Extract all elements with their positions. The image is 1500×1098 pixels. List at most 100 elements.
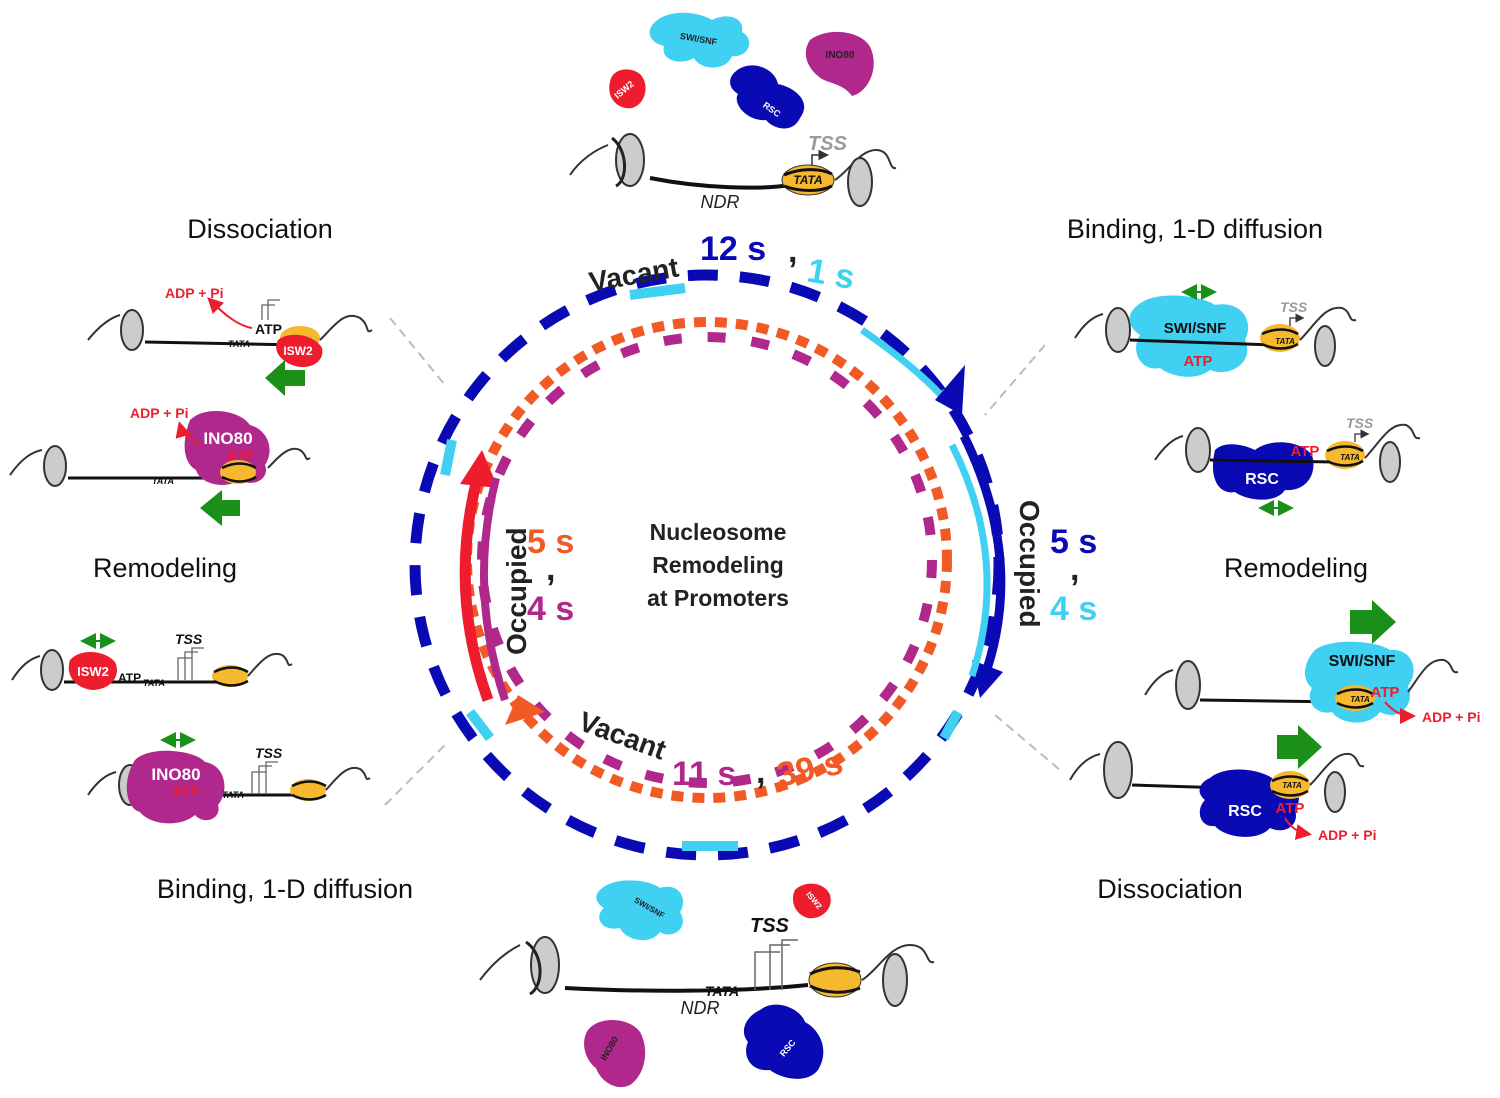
connector-top-left [389, 317, 446, 386]
nucleosome-left-top [615, 133, 645, 187]
dna-coil-right-ino80-bind [325, 766, 371, 791]
atp-label-ino80-diss: ATP [227, 447, 254, 463]
occupied-left-value-isw2: 5 s [527, 523, 574, 561]
swisnf-dash-top [629, 283, 686, 300]
nucleosome-left-rsc-bind [1185, 427, 1211, 473]
stage-label-dissociation-right: Dissociation [1097, 874, 1243, 904]
adp-label-isw2-diss: ADP + Pi [165, 285, 224, 301]
green-arrow-isw2-diss [265, 360, 305, 396]
dna-linker-swisnf-bind [1129, 338, 1276, 347]
tss-label-rsc-bind: TSS [1346, 415, 1374, 431]
nucleosome-left-swisnf-bind [1105, 307, 1131, 353]
cycle-rings [409, 269, 1006, 861]
nucleosome-promoter-bottom [808, 962, 862, 998]
occupied-right-word: Occupied [1014, 500, 1045, 628]
tata-label-rsc-diss: TATA [1282, 781, 1302, 790]
atp-label-ino80-bind: ATP [173, 783, 200, 799]
nucleosome-left-swisnf-diss [1175, 660, 1201, 710]
left-binding-panel: ISW2 ATP TATA TSS INO80 ATP TATA TSS [11, 631, 371, 824]
atp-label-isw2-bind: ATP [118, 671, 141, 685]
left-dissociation-panel: TATA ISW2 ATP ADP + Pi TATA INO80 ATP AD… [9, 285, 373, 526]
swisnf-arrow-top-right [860, 327, 953, 408]
tss-label-top: TSS [808, 133, 848, 155]
vacant-bottom-value-ino80: 11 s [672, 755, 736, 793]
dna-linker-top [649, 176, 791, 190]
tata-label-bottom: TATA [705, 983, 739, 999]
dna-linker-rsc-bind [1209, 458, 1336, 464]
dna-coil-isw2-bind [11, 655, 41, 681]
dna-coil-ino80-bind [87, 771, 117, 796]
dna-coil-right-swisnf-diss [1407, 658, 1459, 693]
nucleosome-right-top [847, 157, 873, 207]
tata-label-isw2-diss: TATA [228, 339, 250, 349]
remodeler-blob-rsc-bind [1212, 442, 1314, 500]
stage-label-remodeling-right: Remodeling [1224, 553, 1368, 583]
remodeler-label-ino80-top: INO80 [826, 50, 855, 61]
remodeler-label-swisnf-diss: SWI/SNF [1329, 653, 1396, 670]
remodeler-blob-rsc-bottom [743, 1004, 824, 1079]
ino80-dashed-ring [477, 332, 937, 788]
occupied-left-word: Occupied [501, 527, 532, 655]
vacant-top-label: Vacant 12 s , 1 s [587, 230, 858, 298]
nucleosome-band-ino80-bind [291, 780, 327, 801]
tata-label-swisnf-diss: TATA [1350, 695, 1370, 704]
dna-right-coil-bottom [861, 943, 935, 981]
green-arrow-ino80-diss [200, 490, 240, 526]
remodeler-blob-ino80-bottom [584, 1020, 646, 1088]
nucleosome-promoter-ino80-bind [290, 779, 326, 801]
vacant-bottom-value-isw2: 39 s [774, 744, 847, 795]
adp-release-arrow-isw2 [207, 297, 253, 329]
nucleosome-band-swisnf-bind [1261, 328, 1299, 350]
green-arrow-swisnf-diss [1350, 600, 1396, 644]
occupied-right-value-swisnf: 4 s [1050, 590, 1097, 628]
vacant-top-comma: , [788, 232, 797, 270]
rsc-arrowhead-top-right [935, 365, 965, 415]
adp-label-swisnf-diss: ADP + Pi [1422, 709, 1481, 725]
remodeler-blob-rsc-top [730, 65, 805, 129]
tss-arrows-bottom [754, 939, 798, 990]
dna-right-coil-top [834, 148, 897, 181]
tata-label-swisnf-bind: TATA [1275, 337, 1295, 346]
dna-coil-swisnf-bind [1074, 313, 1104, 339]
nucleosome-left-isw2-bind [40, 649, 64, 691]
stage-label-remodeling-left: Remodeling [93, 553, 237, 583]
tata-label-ino80-bind: TATA [222, 790, 244, 800]
nucleosome-left-isw2-diss [120, 309, 144, 351]
nucleosome-band-rsc-diss [1271, 775, 1309, 797]
isw2-occupied-arrow-left [459, 473, 494, 702]
nucleosome-band-ino80-diss [221, 462, 257, 483]
connector-lines [384, 317, 1061, 806]
swisnf-occupied-arrow-right [948, 443, 991, 678]
adp-release-arrow-rsc [1284, 817, 1312, 840]
adp-label-rsc-diss: ADP + Pi [1318, 827, 1377, 843]
stage-label-binding-right: Binding, 1-D diffusion [1067, 214, 1323, 244]
nucleosome-band-top-2 [783, 184, 833, 192]
remodeler-label-ino80-diss: INO80 [203, 429, 252, 448]
swisnf-dash-lower-left [466, 708, 494, 742]
atp-label-swisnf-diss: ATP [1371, 684, 1400, 701]
dna-coil-ino80-diss [9, 449, 43, 476]
occupied-left-label: Occupied 5 s , 4 s [501, 523, 574, 655]
rsc-occupied-arrow-right [959, 434, 1006, 677]
isw2-dashed-ring [462, 317, 952, 803]
nucleosome-promoter-isw2-bind [212, 665, 248, 687]
remodeler-blob-swisnf-bind [1129, 295, 1249, 377]
rsc-arrowhead-right [972, 660, 1003, 698]
connector-bottom-left [384, 744, 446, 806]
isw2-arrowhead-bottom-left [505, 695, 545, 725]
adp-release-arrow-swisnf [1384, 701, 1416, 724]
nucleosome-band-bottom-2 [809, 984, 861, 994]
dna-left-coil-top [569, 144, 609, 176]
vacant-bottom-word: Vacant [575, 706, 670, 766]
remodeler-label-isw2-bind: ISW2 [77, 664, 109, 679]
nucleosome-right-bottom [882, 953, 908, 1007]
nucleosome-left-ino80-diss [43, 445, 67, 487]
connector-bottom-right [994, 714, 1061, 771]
dna-coil-right-rsc-diss [1309, 752, 1365, 786]
dna-coil-rsc-bind [1154, 435, 1184, 461]
dna-left-coil-bottom [479, 944, 521, 981]
atp-label-swisnf-bind: ATP [1184, 353, 1213, 370]
tss-arrows-isw2-diss [261, 299, 280, 320]
tata-label-isw2-bind: TATA [143, 678, 165, 688]
remodeler-blob-swisnf-bottom [596, 880, 684, 941]
